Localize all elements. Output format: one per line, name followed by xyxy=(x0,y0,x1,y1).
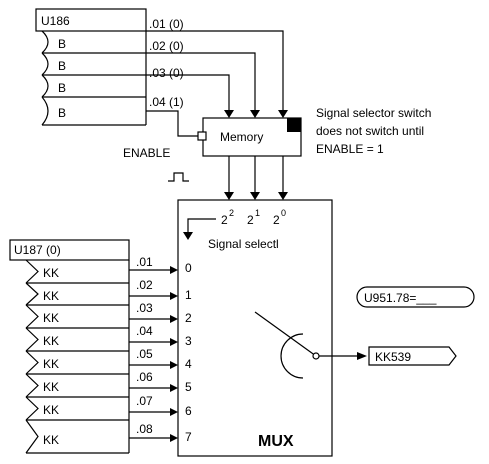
switch-lever xyxy=(254,311,317,357)
output: KK539 xyxy=(319,346,457,366)
switch-pivot xyxy=(312,352,320,360)
mux-box xyxy=(177,199,333,457)
weight-base: 2 xyxy=(247,213,254,227)
selector-arrow xyxy=(183,232,193,240)
u187-row-label: KK xyxy=(43,380,59,394)
u187-row-label: KK xyxy=(43,266,59,280)
u186-row: B .01 (0) xyxy=(41,17,184,54)
u187-row-index: .07 xyxy=(136,394,153,408)
memory-block: Memory xyxy=(197,117,302,157)
selector-label: Signal selectl xyxy=(208,237,279,251)
mux-weights: 2 2 2 1 2 0 xyxy=(221,208,286,227)
weight-exp: 1 xyxy=(255,208,260,218)
u186-row: B .02 (0) xyxy=(41,39,184,76)
u187-row: KK .02 xyxy=(25,278,178,306)
u186-row-label: B xyxy=(58,59,66,73)
u187-row-index: .05 xyxy=(136,347,153,361)
param-box-outline xyxy=(356,286,475,308)
note-line: does not switch until xyxy=(316,124,424,138)
mux-input-numbers: 0 1 2 3 4 5 6 7 xyxy=(185,261,192,444)
u187-row: KK .05 xyxy=(25,347,178,375)
mux-block: 2 2 2 1 2 0 Signal selectl 0 1 2 3 4 5 6… xyxy=(177,199,333,457)
u187-row-index: .01 xyxy=(136,255,153,269)
memory-label: Memory xyxy=(220,130,263,144)
u187-row-label: KK xyxy=(43,403,59,417)
mux-input-number: 3 xyxy=(185,334,192,348)
u187-row-index: .06 xyxy=(136,370,153,384)
u187-row-index: .02 xyxy=(136,278,153,292)
mux-input-number: 4 xyxy=(185,357,192,371)
note-line: Signal selector switch xyxy=(316,106,431,120)
mux-input-number: 6 xyxy=(185,404,192,418)
u186-header xyxy=(35,8,147,32)
u187-row-index: .03 xyxy=(136,301,153,315)
weight-base: 2 xyxy=(273,213,280,227)
note-line: ENABLE = 1 xyxy=(316,142,384,156)
u187-row-index: .04 xyxy=(136,324,153,338)
output-label: KK539 xyxy=(375,350,411,364)
switch-arc xyxy=(280,333,304,379)
u187-block: U187 (0) KK .01 KK .02 KK .03 xyxy=(9,239,178,454)
u186-row-index: .03 (0) xyxy=(149,66,184,80)
u187-row-label: KK xyxy=(43,334,59,348)
weight-base: 2 xyxy=(221,213,228,227)
memory-note: Signal selector switch does not switch u… xyxy=(316,106,431,156)
u187-row-label: KK xyxy=(43,311,59,325)
output-connector xyxy=(368,346,457,366)
u186-title: U186 xyxy=(41,14,70,28)
mux-input-number: 5 xyxy=(185,380,192,394)
param-box-label: U951.78=___ xyxy=(364,291,437,305)
u187-row-index: .08 xyxy=(136,422,153,436)
u186-row-index: .02 (0) xyxy=(149,39,184,53)
mux-input-number: 7 xyxy=(185,430,192,444)
u187-row-label: KK xyxy=(43,289,59,303)
mux-title: MUX xyxy=(258,433,294,450)
param-box: U951.78=___ xyxy=(356,286,475,308)
u186-row-label: B xyxy=(58,81,66,95)
u187-row: KK .04 xyxy=(25,324,178,352)
u187-row: KK .07 xyxy=(25,394,178,421)
u187-row: KK .01 xyxy=(25,255,178,284)
u187-row: KK .06 xyxy=(25,370,178,398)
u186-row: B .04 (1) xyxy=(41,95,184,126)
u186-row-index: .01 (0) xyxy=(149,17,184,31)
pulse-icon xyxy=(168,172,189,182)
u186-row: B .03 (0) xyxy=(41,66,184,98)
u187-row: KK .08 xyxy=(25,419,178,454)
memory-to-mux-wires xyxy=(224,156,288,200)
u187-row-label: KK xyxy=(43,357,59,371)
mux-input-number: 1 xyxy=(185,288,192,302)
u186-row-label: B xyxy=(58,106,66,120)
u187-title: U187 (0) xyxy=(14,243,61,257)
weight-exp: 0 xyxy=(281,208,286,218)
memory-box xyxy=(202,117,302,157)
output-arrow xyxy=(357,352,367,360)
weight-exp: 2 xyxy=(229,208,234,218)
u186-wires xyxy=(146,30,288,137)
u186-row-label: B xyxy=(58,37,66,51)
u187-row-label: KK xyxy=(43,433,59,447)
u186-block: U186 B .01 (0) B .02 (0) B .03 (0) B .04… xyxy=(35,8,184,126)
u186-row-index: .04 (1) xyxy=(149,95,184,109)
selector-wire xyxy=(187,218,216,233)
mux-input-number: 0 xyxy=(185,261,192,275)
u187-row: KK .03 xyxy=(25,301,178,329)
mux-input-number: 2 xyxy=(185,311,192,325)
memory-state-marker xyxy=(287,118,301,132)
enable-label: ENABLE xyxy=(123,146,170,160)
u187-header xyxy=(9,239,130,261)
memory-enable-input xyxy=(197,131,207,141)
